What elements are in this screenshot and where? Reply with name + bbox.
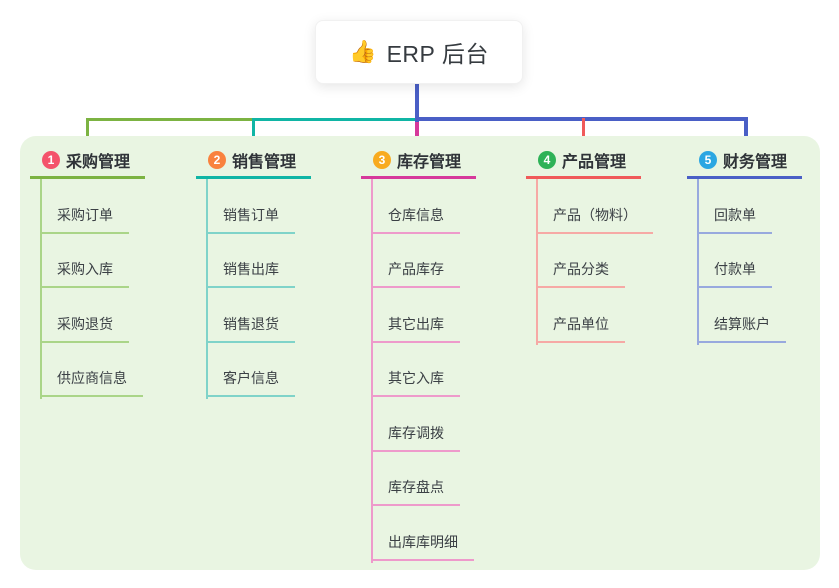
branch-node-3[interactable]: 3 库存管理 bbox=[361, 146, 476, 179]
branch-child-connector bbox=[206, 179, 208, 399]
child-node[interactable]: 库存调拨 bbox=[371, 423, 460, 452]
branch-node-5[interactable]: 5 财务管理 bbox=[687, 146, 802, 179]
number-badge-icon: 1 bbox=[42, 150, 60, 169]
child-node[interactable]: 客户信息 bbox=[206, 368, 295, 397]
connector-line bbox=[582, 118, 585, 150]
child-node[interactable]: 其它入库 bbox=[371, 368, 460, 397]
child-node[interactable]: 销售订单 bbox=[206, 205, 295, 234]
number-badge-icon: 3 bbox=[373, 150, 391, 169]
child-node[interactable]: 库存盘点 bbox=[371, 477, 460, 506]
child-node[interactable]: 采购入库 bbox=[40, 259, 129, 288]
number-badge-icon: 2 bbox=[208, 150, 226, 169]
child-node[interactable]: 仓库信息 bbox=[371, 205, 460, 234]
connector-line bbox=[744, 117, 748, 147]
branch-node-1[interactable]: 1 采购管理 bbox=[30, 146, 145, 179]
child-node[interactable]: 销售出库 bbox=[206, 259, 295, 288]
thumbs-up-icon: 👍 bbox=[349, 39, 377, 64]
child-node[interactable]: 其它出库 bbox=[371, 314, 460, 343]
branch-child-connector bbox=[371, 179, 373, 563]
branch-child-connector bbox=[697, 179, 699, 345]
branches-panel bbox=[20, 136, 820, 570]
branch-node-label: 销售管理 bbox=[232, 153, 297, 171]
branch-child-connector bbox=[536, 179, 538, 345]
branch-node-label: 库存管理 bbox=[397, 153, 462, 171]
root-node[interactable]: 👍 ERP 后台 bbox=[315, 20, 523, 84]
connector-line bbox=[252, 118, 255, 147]
branch-node-label: 财务管理 bbox=[723, 153, 788, 171]
child-node[interactable]: 产品分类 bbox=[536, 259, 625, 288]
connector-line bbox=[415, 118, 419, 150]
number-badge-icon: 4 bbox=[538, 150, 556, 169]
child-node[interactable]: 产品库存 bbox=[371, 259, 460, 288]
child-node[interactable]: 采购退货 bbox=[40, 314, 129, 343]
child-node[interactable]: 出库库明细 bbox=[371, 532, 474, 561]
root-node-title: ERP 后台 bbox=[386, 41, 489, 67]
connector-line bbox=[415, 117, 748, 121]
number-badge-icon: 5 bbox=[699, 150, 717, 169]
child-node[interactable]: 产品（物料） bbox=[536, 205, 653, 234]
child-node[interactable]: 销售退货 bbox=[206, 314, 295, 343]
branch-node-2[interactable]: 2 销售管理 bbox=[196, 146, 311, 179]
connector-line bbox=[252, 118, 420, 121]
child-node[interactable]: 付款单 bbox=[697, 259, 772, 288]
branch-node-label: 产品管理 bbox=[562, 153, 627, 171]
branch-node-4[interactable]: 4 产品管理 bbox=[526, 146, 641, 179]
child-node[interactable]: 采购订单 bbox=[40, 205, 129, 234]
child-node[interactable]: 回款单 bbox=[697, 205, 772, 234]
connector-line bbox=[86, 118, 89, 147]
child-node[interactable]: 供应商信息 bbox=[40, 368, 143, 397]
branch-node-label: 采购管理 bbox=[66, 153, 131, 171]
child-node[interactable]: 结算账户 bbox=[697, 314, 786, 343]
child-node[interactable]: 产品单位 bbox=[536, 314, 625, 343]
connector-line bbox=[415, 84, 419, 122]
branch-child-connector bbox=[40, 179, 42, 399]
